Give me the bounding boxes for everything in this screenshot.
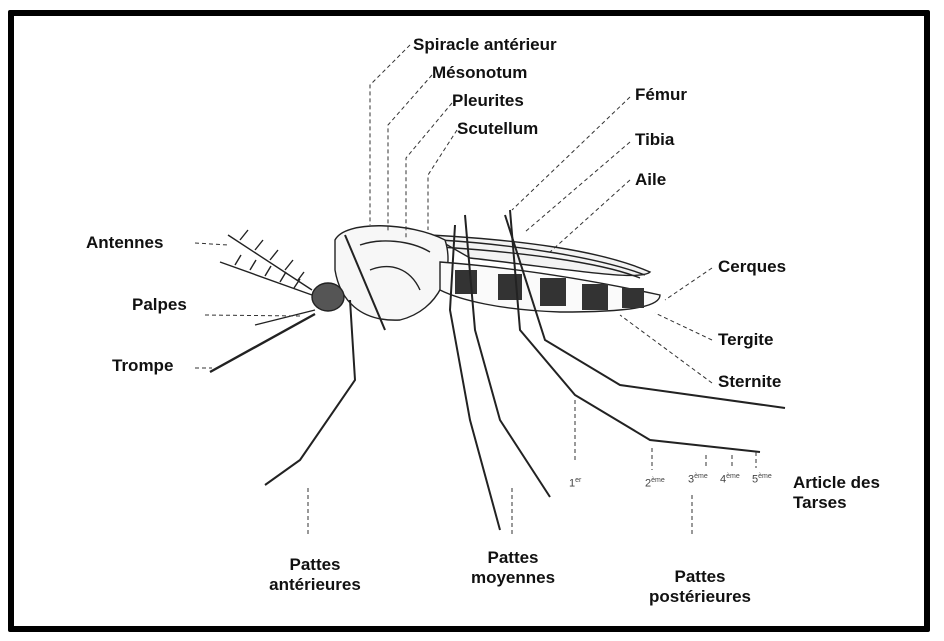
tarsal-article-4: 4ème <box>720 473 740 486</box>
label-pattes-ant-line1: Pattes <box>289 555 340 574</box>
label-sternite: Sternite <box>718 372 781 392</box>
tarsal-article-2: 2ème <box>645 477 665 490</box>
label-article-line2: Tarses <box>793 493 847 512</box>
tarsal-article-1: 1er <box>569 477 581 490</box>
label-pattes-anterieures: Pattes antérieures <box>255 555 375 594</box>
label-tibia: Tibia <box>635 130 674 150</box>
antennae <box>220 230 312 295</box>
tarsal-article-5: 5ème <box>752 473 772 486</box>
label-pattes-posterieures: Pattes postérieures <box>630 567 770 606</box>
label-palpes: Palpes <box>132 295 187 315</box>
label-spiracle: Spiracle antérieur <box>413 35 557 55</box>
tarsal-sup: ème <box>726 473 740 480</box>
label-femur: Fémur <box>635 85 687 105</box>
label-pattes-post-line2: postérieures <box>649 587 751 606</box>
label-pattes-moy-line1: Pattes <box>487 548 538 567</box>
label-pattes-moy-line2: moyennes <box>471 568 555 587</box>
label-article-line1: Article des <box>793 473 880 492</box>
label-pattes-moyennes: Pattes moyennes <box>453 548 573 587</box>
tarsal-sup: ème <box>694 473 708 480</box>
tarsal-sup: ème <box>758 473 772 480</box>
tarsal-article-3: 3ème <box>688 473 708 486</box>
label-pattes-post-line1: Pattes <box>674 567 725 586</box>
label-cerques: Cerques <box>718 257 786 277</box>
tarsal-sup: er <box>575 477 581 484</box>
label-tergite: Tergite <box>718 330 773 350</box>
label-scutellum: Scutellum <box>457 119 538 139</box>
label-aile: Aile <box>635 170 666 190</box>
label-article-tarses: Article des Tarses <box>793 473 880 512</box>
label-antennes: Antennes <box>86 233 163 253</box>
label-mesonotum: Mésonotum <box>432 63 527 83</box>
label-pleurites: Pleurites <box>452 91 524 111</box>
label-pattes-ant-line2: antérieures <box>269 575 361 594</box>
tarsal-sup: ème <box>651 477 665 484</box>
label-trompe: Trompe <box>112 356 173 376</box>
